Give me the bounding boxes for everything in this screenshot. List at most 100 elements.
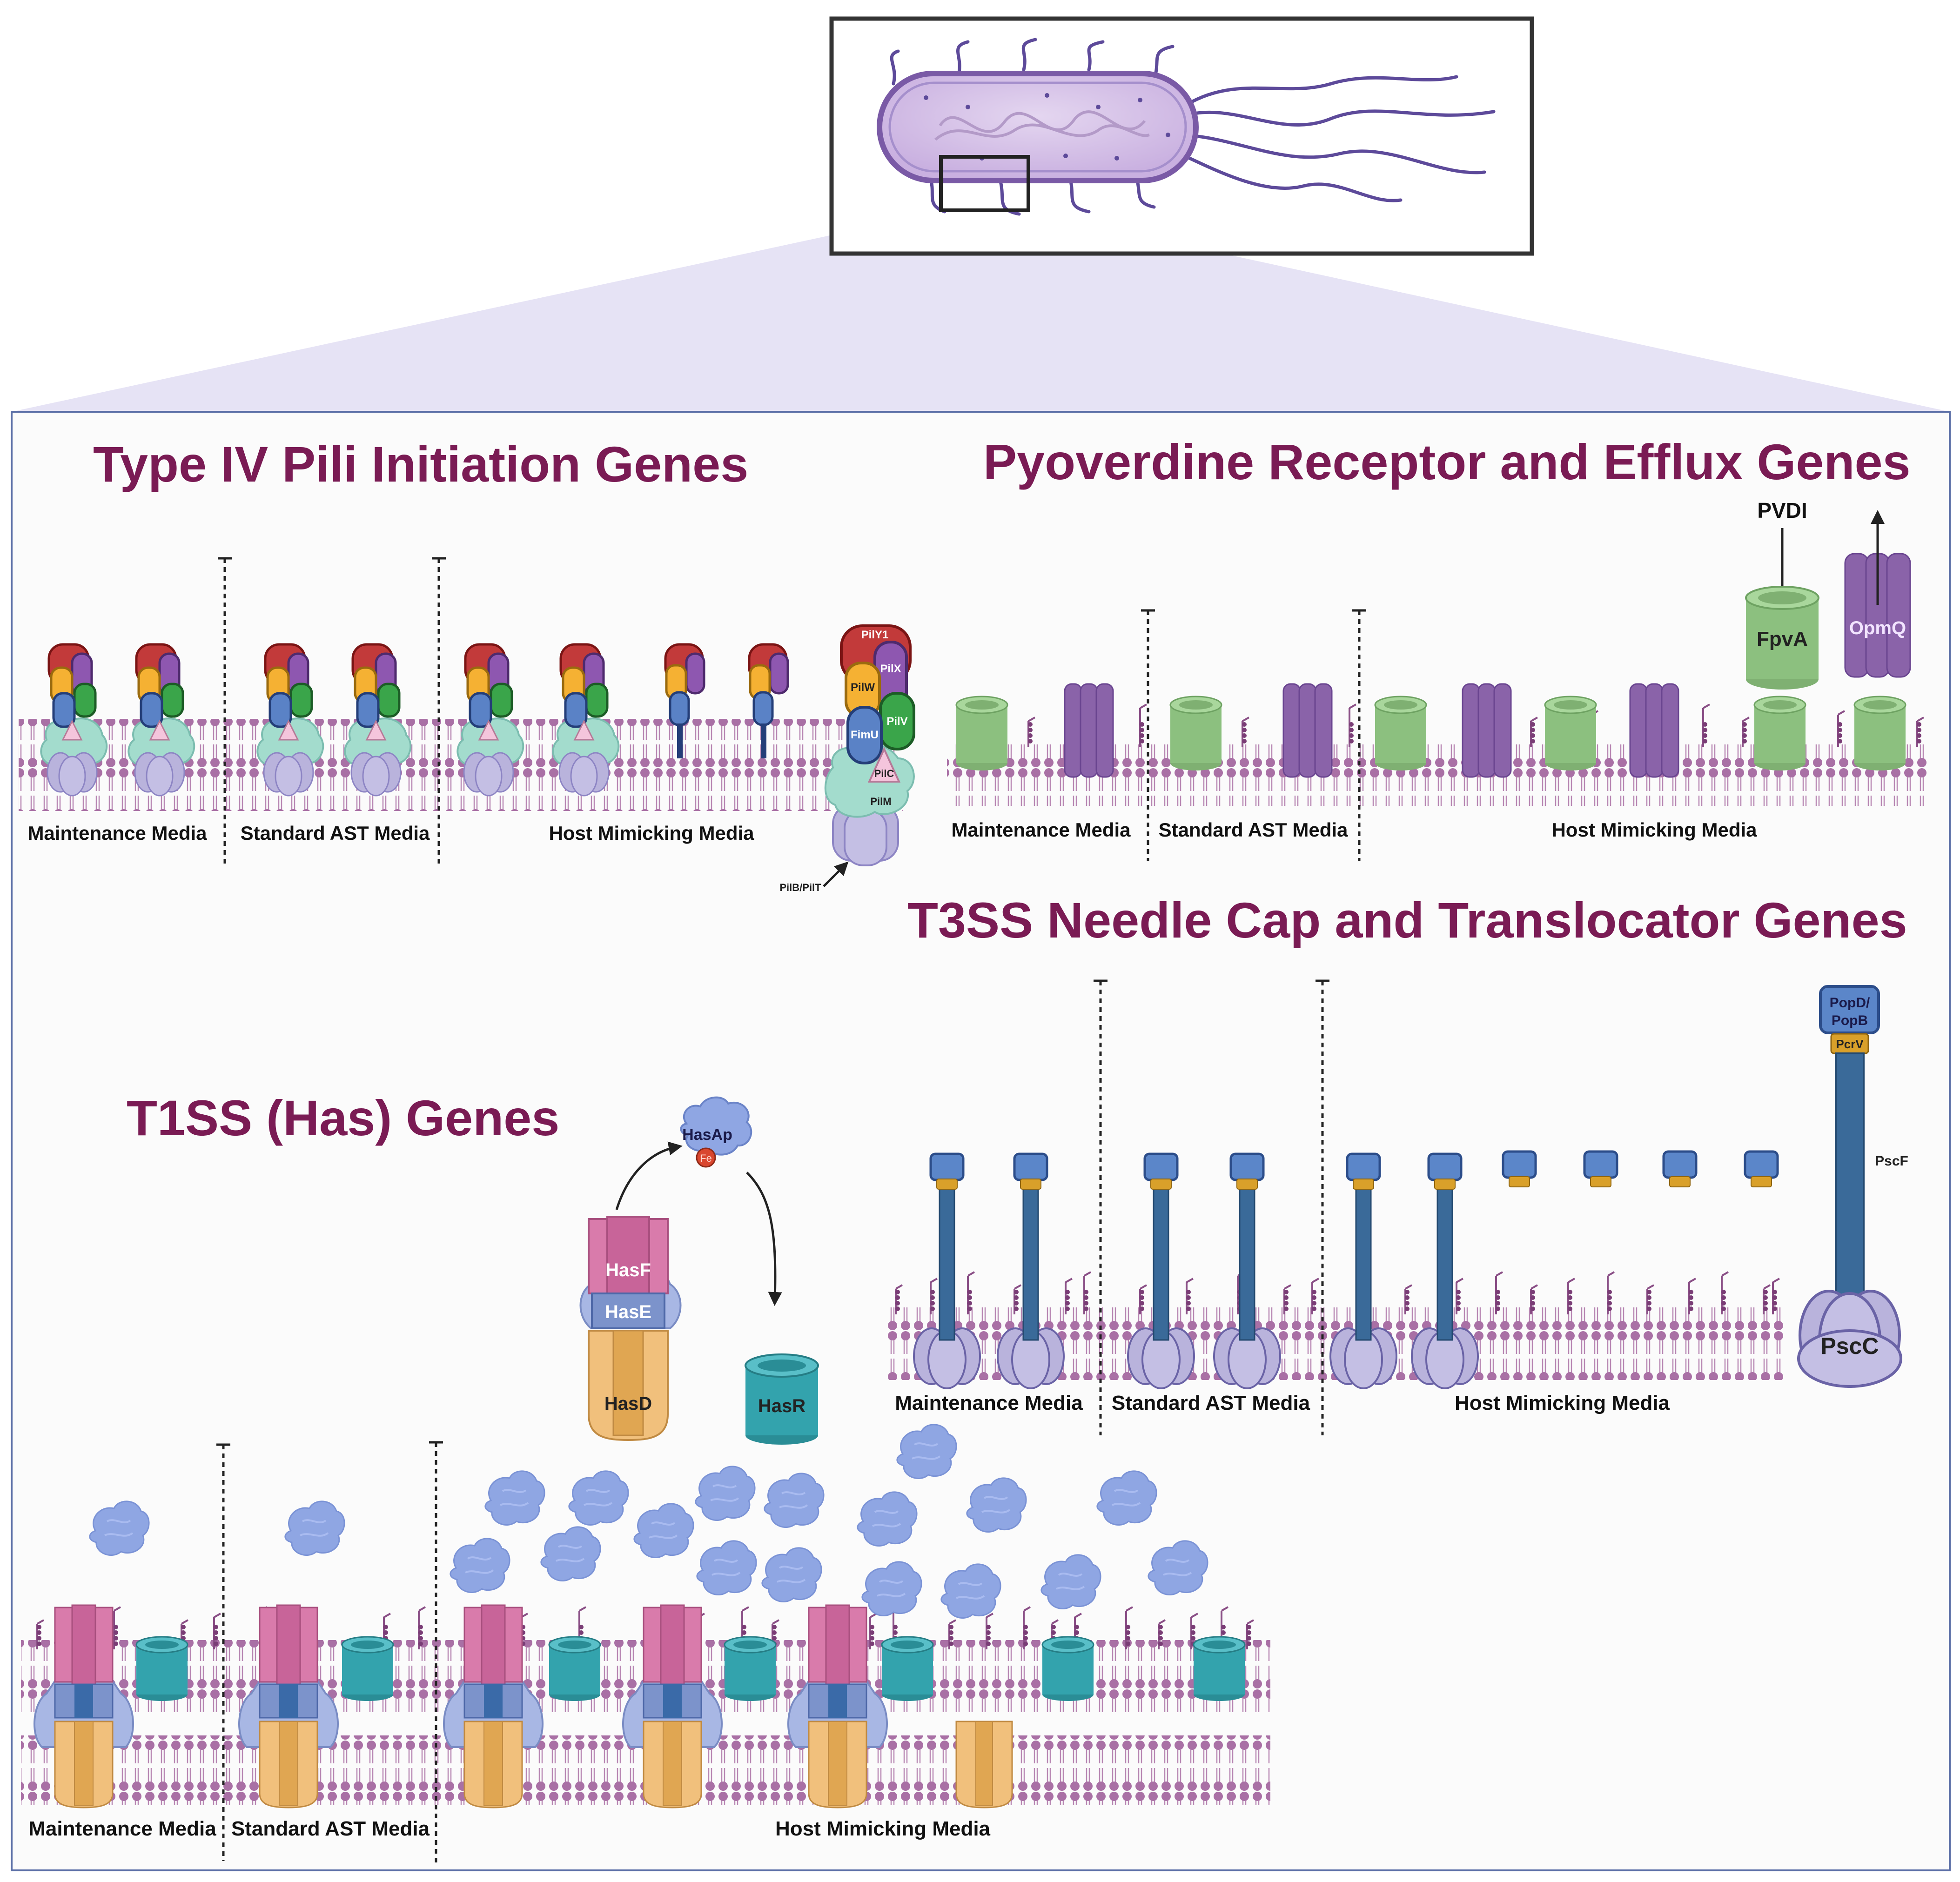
lps-icon xyxy=(986,1613,993,1649)
t1ss-legend-hasr: HasR xyxy=(758,1396,805,1416)
lps-icon xyxy=(1283,1284,1291,1314)
t1ss-legend-hasd: HasD xyxy=(604,1393,652,1414)
hasr-barrel xyxy=(724,1636,777,1701)
has-transporter xyxy=(787,1604,888,1808)
pili-legend-pilc: PilC xyxy=(874,768,894,779)
hasr-barrel xyxy=(1193,1636,1246,1701)
hasr-barrel xyxy=(1041,1636,1094,1701)
hasap-molecule xyxy=(89,1500,150,1556)
hasr-icon: HasR xyxy=(745,1353,819,1445)
bacterium-icon xyxy=(877,71,1199,183)
lps-icon xyxy=(967,1271,975,1314)
t1ss-dividers xyxy=(222,1442,437,1866)
hasap-molecule xyxy=(484,1470,545,1526)
lps-icon xyxy=(1495,1271,1503,1314)
opmq-transporter xyxy=(1282,683,1333,778)
t3ss-legend-popb: PopB xyxy=(1832,1013,1868,1028)
lps-icon xyxy=(1014,1284,1021,1314)
hasap-molecule xyxy=(761,1547,822,1603)
t1ss-hasap-molecules xyxy=(89,1424,1208,1619)
pyoverdine-legend: PVDI FpvA OpmQ xyxy=(1745,498,1911,690)
pilus-complex xyxy=(552,643,620,797)
lps-icon xyxy=(36,1619,44,1649)
pili-legend-pilw: PilW xyxy=(851,681,875,694)
opmq-transporter xyxy=(1064,683,1114,778)
pyo-legend-fpva: FpvA xyxy=(1757,628,1808,650)
lps-icon xyxy=(1242,717,1249,747)
lps-icon xyxy=(1027,717,1035,747)
main-panel xyxy=(11,411,1951,1871)
lps-icon xyxy=(418,1606,426,1649)
opmq-transporter xyxy=(1462,683,1512,778)
fpva-transporter xyxy=(1544,696,1597,770)
pili-legend-pilv: PilV xyxy=(886,715,907,728)
pili-media-label-1: Maintenance Media xyxy=(27,822,207,844)
has-transporter xyxy=(238,1604,339,1808)
pilus-partial xyxy=(664,643,705,758)
lps-icon xyxy=(1702,703,1710,747)
fpva-transporter xyxy=(1374,696,1427,770)
zoom-wedge xyxy=(12,212,1950,412)
lps-icon xyxy=(1916,717,1924,747)
t3ss-needle-cap xyxy=(1583,1150,1618,1187)
t1ss-legend: HasAp Fe HasF HasE HasD xyxy=(579,1096,819,1445)
hasr-barrel xyxy=(341,1636,394,1701)
t1ss-media-label-3: Host Mimicking Media xyxy=(775,1817,991,1840)
fpva-transporter xyxy=(1753,696,1806,770)
t1ss-title: T1SS (Has) Genes xyxy=(127,1090,559,1146)
t1ss-media-label-2: Standard AST Media xyxy=(231,1817,430,1840)
hasap-icon: HasAp Fe xyxy=(680,1096,752,1168)
hasr-barrel xyxy=(548,1636,601,1701)
lps-icon xyxy=(1125,1606,1133,1649)
zoom-box-icon xyxy=(939,155,1030,212)
hasap-molecule xyxy=(568,1470,629,1526)
pili-title: Type IV Pili Initiation Genes xyxy=(93,436,748,492)
t1ss-media-label-1: Maintenance Media xyxy=(28,1817,216,1840)
hasap-molecule xyxy=(696,1540,757,1596)
hasap-molecule xyxy=(1040,1554,1101,1610)
t3ss-legend-pcrv: PcrV xyxy=(1836,1037,1864,1051)
pili-legend-pilbt: PilB/PilT xyxy=(779,882,821,893)
lps-icon xyxy=(1646,1284,1654,1314)
hasap-molecule xyxy=(695,1466,756,1521)
lps-icon xyxy=(1530,1284,1538,1314)
fpva-transporter xyxy=(1169,696,1222,770)
pyoverdine-transporters xyxy=(955,683,1906,778)
pili-legend-pilx: PilX xyxy=(880,663,901,675)
hasr-barrel xyxy=(881,1636,934,1701)
pyo-legend-pvdi: PVDI xyxy=(1757,498,1807,522)
t3ss-legend-pscc: PscC xyxy=(1820,1333,1879,1359)
hasap-molecule xyxy=(764,1473,825,1528)
hasap-molecule xyxy=(1096,1470,1157,1526)
t1ss-transporters xyxy=(34,1604,1246,1808)
pyoverdine-section: Maintenance Media Standard AST Media Hos… xyxy=(947,498,1929,861)
t1ss-legend-hasap: HasAp xyxy=(682,1126,732,1144)
lps-icon xyxy=(1772,1278,1780,1314)
t1ss-legend-fe: Fe xyxy=(700,1152,712,1164)
pyoverdine-dividers xyxy=(1147,610,1361,861)
lps-icon xyxy=(1404,1284,1412,1314)
t3ss-section: Maintenance Media Standard AST Media Hos… xyxy=(886,979,1908,1435)
hasap-molecule xyxy=(896,1424,957,1480)
hasap-molecule xyxy=(450,1538,510,1594)
lps-icon xyxy=(1349,703,1356,747)
pilus-complex xyxy=(256,643,324,797)
hasap-molecule xyxy=(284,1500,345,1556)
fpva-transporter xyxy=(955,696,1008,770)
pili-complexes xyxy=(40,643,789,797)
hasap-molecule xyxy=(857,1491,918,1547)
lps-icon xyxy=(1158,1619,1166,1649)
t3ss-needle-cap xyxy=(1662,1150,1698,1187)
pyo-media-label-1: Maintenance Media xyxy=(951,819,1131,841)
lps-icon xyxy=(1607,1271,1615,1314)
overview-box xyxy=(829,16,1534,256)
opmq-transporter xyxy=(1629,683,1679,778)
has-transporter xyxy=(622,1604,723,1808)
lps-icon xyxy=(213,1613,221,1649)
pilus-complex xyxy=(456,643,524,797)
lps-icon xyxy=(1763,1284,1771,1314)
t3ss-needle-complex xyxy=(1213,1152,1281,1389)
hasap-molecule xyxy=(1148,1540,1208,1596)
pili-dividers xyxy=(223,558,440,865)
t3ss-title: T3SS Needle Cap and Translocator Genes xyxy=(907,892,1907,948)
